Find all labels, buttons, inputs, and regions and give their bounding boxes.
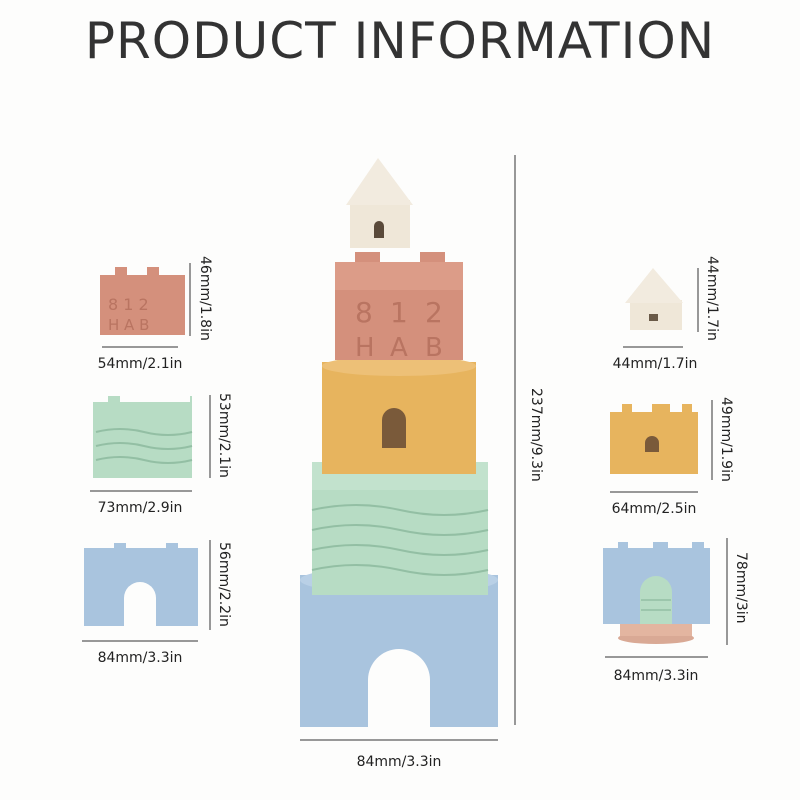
engraving-h: H bbox=[355, 333, 375, 363]
right-piece-yellow: 49mm/1.9in 64mm/2.5in bbox=[610, 397, 734, 517]
tower-cream-roof bbox=[346, 158, 413, 248]
engraving-b: B bbox=[425, 333, 443, 363]
left-2-width: 73mm/2.9in bbox=[98, 500, 183, 516]
engraving-8: 8 bbox=[355, 296, 373, 329]
tower-yellow-layer bbox=[322, 356, 476, 474]
engraving-a: A bbox=[390, 333, 408, 363]
left-1-height: 46mm/1.8in bbox=[197, 256, 213, 341]
right-3-height: 78mm/3in bbox=[733, 552, 749, 623]
left-3-height: 56mm/2.2in bbox=[216, 542, 232, 627]
right-3-width: 84mm/3.3in bbox=[614, 668, 699, 684]
left-piece-terracotta: 8 1 2 H A B 46mm/1.8in 54mm/2.1in bbox=[98, 256, 213, 372]
tower-green-layer bbox=[311, 455, 489, 595]
left-piece-green: 53mm/2.1in 73mm/2.9in bbox=[90, 393, 232, 516]
center-width-label: 84mm/3.3in bbox=[357, 754, 442, 770]
svg-text:H A B: H A B bbox=[108, 316, 149, 334]
right-piece-cream-roof: 44mm/1.7in 44mm/1.7in bbox=[613, 256, 720, 372]
right-1-width: 44mm/1.7in bbox=[613, 356, 698, 372]
right-2-width: 64mm/2.5in bbox=[612, 501, 697, 517]
page-title: PRODUCT INFORMATION bbox=[84, 12, 716, 70]
left-piece-blue: 56mm/2.2in 84mm/3.3in bbox=[82, 540, 232, 666]
engraving-1: 1 bbox=[390, 296, 408, 329]
center-height-label: 237mm/9.3in bbox=[528, 388, 544, 482]
right-2-height: 49mm/1.9in bbox=[718, 397, 734, 482]
stacked-tower: 8 1 2 H A B bbox=[300, 158, 498, 727]
center-dimensions: 237mm/9.3in 84mm/3.3in bbox=[300, 155, 544, 770]
left-3-width: 84mm/3.3in bbox=[98, 650, 183, 666]
right-piece-blue-stack: 78mm/3in 84mm/3.3in bbox=[603, 538, 749, 684]
left-1-width: 54mm/2.1in bbox=[98, 356, 183, 372]
left-2-height: 53mm/2.1in bbox=[216, 393, 232, 478]
svg-text:8 1 2: 8 1 2 bbox=[108, 295, 149, 314]
engraving-2: 2 bbox=[425, 296, 443, 329]
right-1-height: 44mm/1.7in bbox=[704, 256, 720, 341]
tower-terracotta-layer: 8 1 2 H A B bbox=[335, 252, 463, 363]
